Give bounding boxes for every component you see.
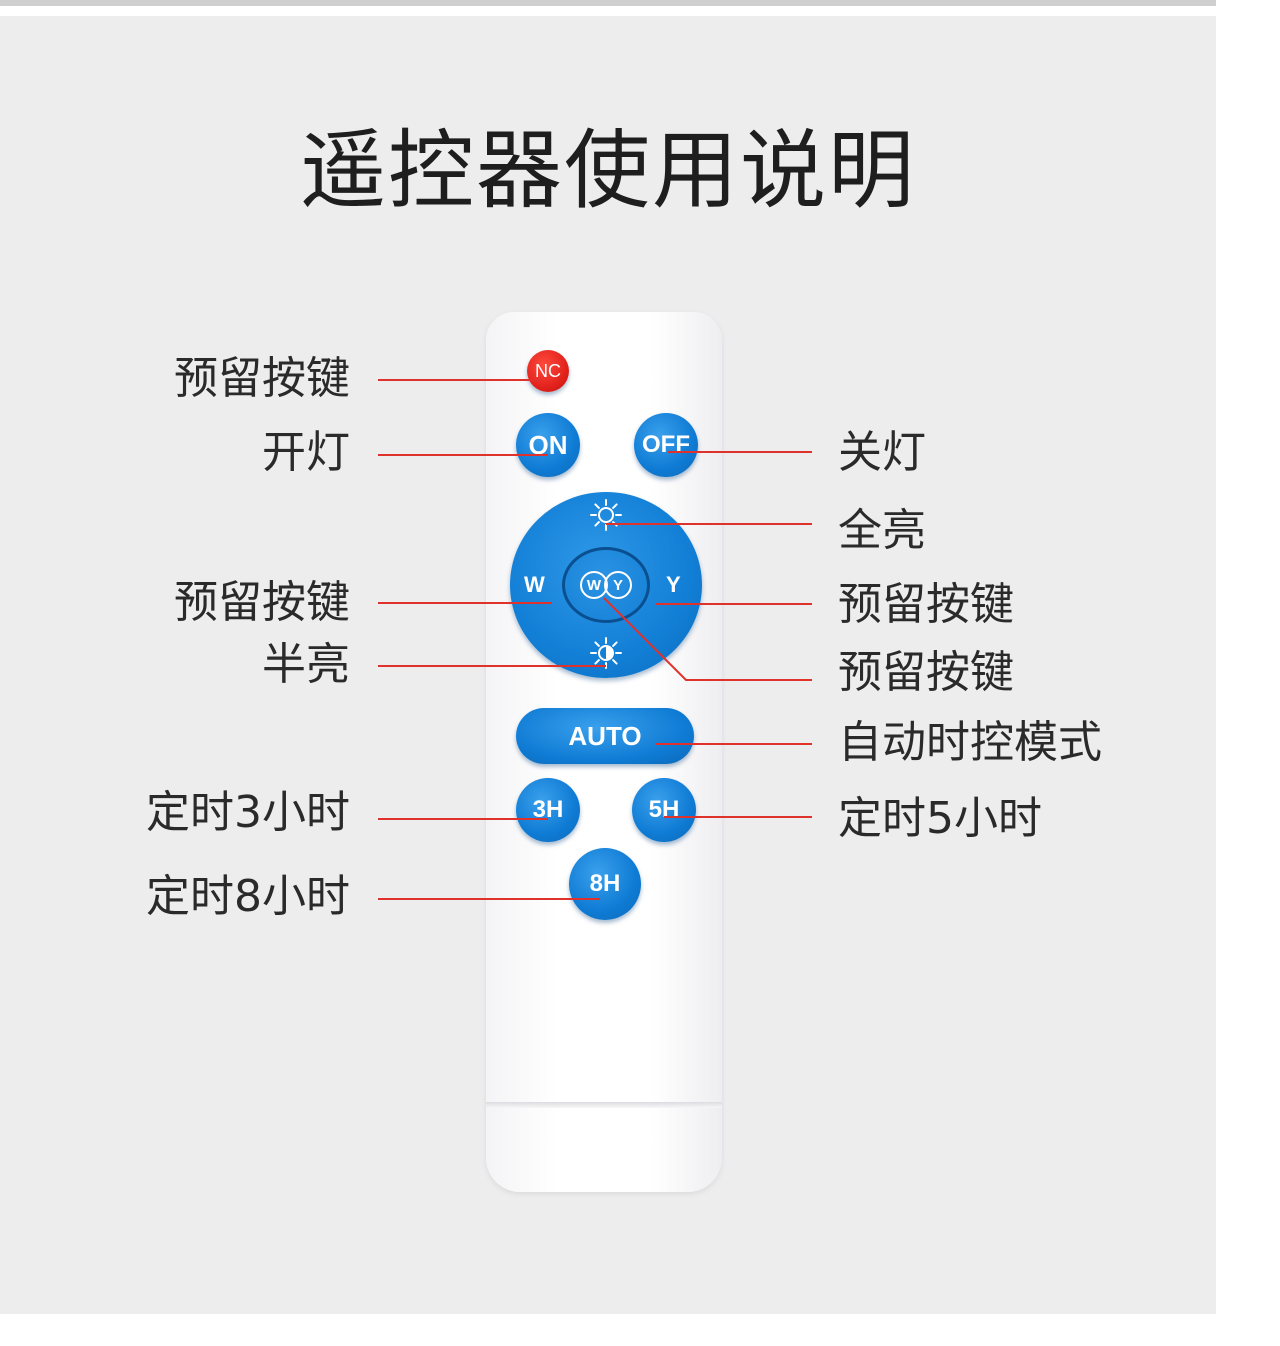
y-button[interactable]: Y: [666, 572, 681, 597]
auto-button[interactable]: AUTO: [516, 708, 694, 764]
timer-5h-button[interactable]: 5H: [632, 778, 696, 842]
leader-center: [603, 597, 812, 681]
timer-3h-button[interactable]: 3H: [516, 778, 580, 842]
label-off: 关灯: [838, 427, 926, 478]
wy-center-y: Y: [604, 571, 632, 599]
top-border: [0, 0, 1216, 6]
nc-button[interactable]: NC: [527, 350, 569, 392]
timer-8h-button[interactable]: 8H: [569, 848, 641, 920]
label-nc: 预留按键: [174, 353, 350, 404]
label-full: 全亮: [838, 505, 926, 556]
top-gap: [0, 6, 1216, 16]
label-8h: 定时8小时: [146, 871, 350, 922]
label-half: 半亮: [262, 639, 350, 690]
label-y: 预留按键: [838, 579, 1014, 630]
label-w: 预留按键: [174, 577, 350, 628]
remote-seam: [486, 1102, 722, 1108]
label-on: 开灯: [262, 427, 350, 478]
label-auto: 自动时控模式: [838, 717, 1102, 768]
sun-half-icon[interactable]: [589, 636, 623, 670]
wy-center-button[interactable]: W Y: [562, 547, 650, 623]
label-5h: 定时5小时: [838, 793, 1042, 844]
on-button[interactable]: ON: [516, 413, 580, 477]
off-button[interactable]: OFF: [634, 413, 698, 477]
w-button[interactable]: W: [524, 572, 545, 597]
label-3h: 定时3小时: [146, 787, 350, 838]
page-title: 遥控器使用说明: [300, 121, 916, 221]
label-center: 预留按键: [838, 647, 1014, 698]
